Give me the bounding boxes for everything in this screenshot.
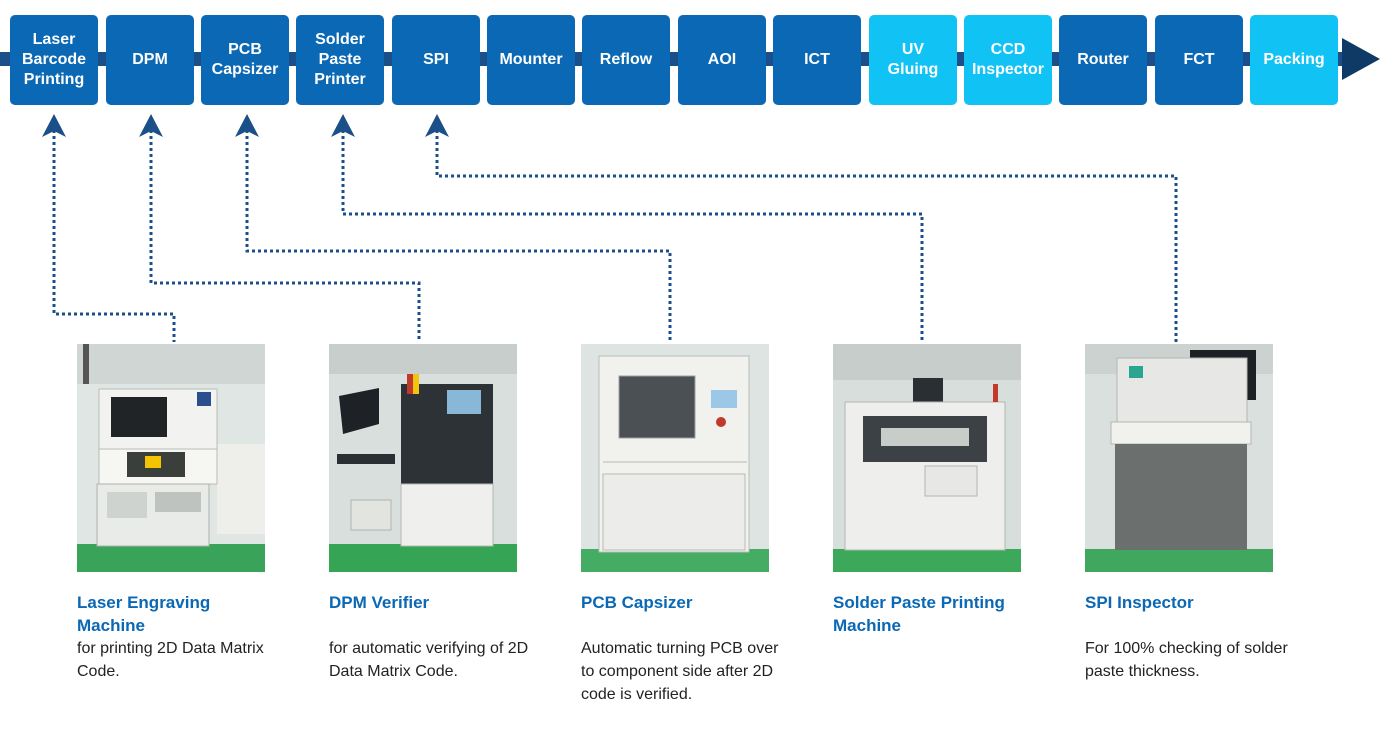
- solder-paste-printing-machine-photo: [833, 344, 1021, 572]
- step-uv-gluing: UV Gluing: [869, 15, 957, 105]
- connector-pcb: [245, 124, 672, 342]
- pcb-capsizer-description: Automatic turning PCB over to component …: [581, 640, 779, 703]
- step-fct: FCT: [1155, 15, 1243, 105]
- connector-dpm: [149, 124, 421, 342]
- step-aoi: AOI: [678, 15, 766, 105]
- laser-engraving-machine-photo: [77, 344, 265, 572]
- step-packing: Packing: [1250, 15, 1338, 105]
- step-laser-barcode-printing: Laser Barcode Printing: [10, 15, 98, 105]
- spi-inspector-photo: [1085, 344, 1273, 572]
- arrowhead-icon: [331, 114, 355, 137]
- connector-solder: [341, 124, 924, 342]
- pcb-capsizer-title: PCB Capsizer: [581, 593, 693, 612]
- solder-paste-printing-title: Solder Paste Printing Machine: [833, 593, 1005, 635]
- step-pcb-capsizer: PCB Capsizer: [201, 15, 289, 105]
- laser-engraving-title: Laser Engraving Machine: [77, 593, 211, 635]
- step-solder-paste-printer: Solder Paste Printer: [296, 15, 384, 105]
- arrowhead-icon: [139, 114, 163, 137]
- step-router: Router: [1059, 15, 1147, 105]
- step-mounter: Mounter: [487, 15, 575, 105]
- arrowhead-icon: [42, 114, 66, 137]
- step-dpm: DPM: [106, 15, 194, 105]
- dpm-verifier-description: for automatic verifying of 2D Data Matri…: [329, 640, 529, 680]
- step-spi: SPI: [392, 15, 480, 105]
- step-ict: ICT: [773, 15, 861, 105]
- connector-laser: [52, 124, 176, 342]
- pcb-capsizer-photo: [581, 344, 769, 572]
- step-ccd-inspector: CCD Inspector: [964, 15, 1052, 105]
- arrowhead-icon: [235, 114, 259, 137]
- dpm-verifier-photo: [329, 344, 517, 572]
- connector-spi: [435, 124, 1178, 342]
- dpm-verifier-title: DPM Verifier: [329, 593, 430, 612]
- laser-engraving-description: for printing 2D Data Matrix Code.: [77, 640, 264, 680]
- spi-inspector-description: For 100% checking of solder paste thickn…: [1085, 640, 1288, 680]
- flow-direction-arrow-icon: [1342, 38, 1380, 80]
- spi-inspector-title: SPI Inspector: [1085, 593, 1194, 612]
- arrowhead-icon: [425, 114, 449, 137]
- step-reflow: Reflow: [582, 15, 670, 105]
